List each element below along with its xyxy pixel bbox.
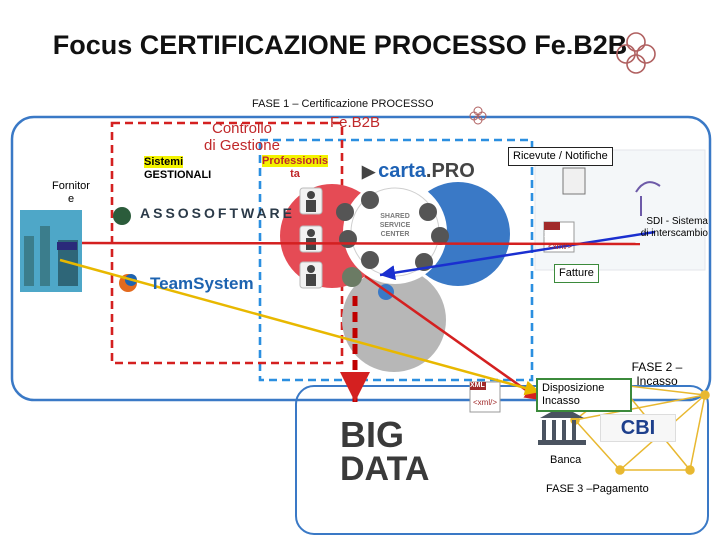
professionista-label: Professionis ta — [258, 155, 332, 181]
fornitore-label: Fornitor e — [46, 180, 96, 206]
shared-service-center-label: SHARED SERVICE CENTER — [370, 212, 420, 239]
yellow-flow-arrow — [59, 258, 541, 396]
page-title: Focus CERTIFICAZIONE PROCESSO Fe.B2B — [52, 30, 628, 60]
sdi-line2: di interscambio — [640, 228, 708, 239]
sdi-logo — [635, 181, 661, 216]
feb2b-label: Fe.B2B — [330, 114, 381, 131]
banca-label: Banca — [550, 454, 582, 466]
shared-line2: SERVICE — [379, 222, 411, 229]
fase2-line1: FASE 2 – — [631, 360, 683, 374]
carta-word: carta — [378, 160, 426, 182]
fase2-label: FASE 2 – Incasso — [622, 360, 692, 388]
red-flow-arrow — [81, 241, 641, 246]
fornitore-line1: Fornitor — [52, 180, 90, 192]
carta-pro-logo: ▶carta.PRO — [362, 160, 475, 182]
cbi-logo: CBI — [600, 414, 676, 442]
notification-document-icon — [562, 167, 586, 195]
blue-flow-arrow — [379, 230, 656, 281]
disposizione-incasso-box: Disposizione Incasso — [536, 378, 632, 412]
fase3-label: FASE 3 –Pagamento — [546, 483, 649, 495]
big-data-logo: BIG DATA — [340, 414, 430, 488]
fase2-line2: Incasso — [636, 374, 678, 388]
xml-document-icon-2 — [469, 381, 501, 413]
xml-tag-2: <xml/> — [473, 398, 498, 407]
factory-illustration — [20, 210, 82, 292]
xml-tag: <xml/> — [548, 242, 573, 251]
sdi-label: SDI - Sistema di interscambio — [618, 216, 708, 240]
disposizione-line2: Incasso — [542, 395, 580, 407]
controllo-line1: Controllo — [211, 120, 273, 137]
data-word: DATA — [340, 450, 430, 488]
sistemi-gestionali-label: Sistemi GESTIONALI — [144, 156, 211, 182]
professional-figures — [299, 187, 323, 289]
assosoftware-logo: ASSOSOFTWARE — [140, 205, 296, 221]
professionista-line2: ta — [290, 168, 300, 180]
pro-word: PRO — [431, 160, 475, 182]
disposizione-line1: Disposizione — [542, 382, 605, 394]
controllo-label: Controllo di Gestione — [196, 120, 288, 154]
payment-panel — [295, 385, 709, 535]
big-word: BIG — [340, 414, 405, 455]
sistemi-line2: GESTIONALI — [144, 169, 212, 181]
sistemi-line1: Sistemi — [144, 156, 184, 168]
red-flow-arrow-2 — [364, 274, 541, 402]
sdi-line1: SDI - Sistema — [646, 216, 708, 227]
fornitore-line2: e — [67, 193, 75, 205]
controllo-line2: di Gestione — [204, 137, 280, 154]
bank-building-icon — [538, 406, 586, 445]
ricevute-notifiche-box: Ricevute / Notifiche — [508, 147, 613, 166]
teamsystem-logo: TeamSystem — [150, 274, 254, 293]
fase1-label: FASE 1 – Certificazione PROCESSO — [252, 98, 434, 110]
xml-label-2: XML — [470, 382, 485, 389]
assosoftware-emblem — [113, 207, 131, 225]
small-knot-icon — [469, 106, 487, 125]
professionista-line1: Professionis — [261, 155, 329, 167]
xml-label: XML — [544, 232, 559, 239]
fatture-box: Fatture — [554, 264, 599, 283]
shared-line1: SHARED — [380, 213, 410, 220]
feb2b-dashed-box — [258, 138, 534, 382]
shared-line3: CENTER — [380, 231, 410, 238]
logo-knot-icon — [616, 32, 656, 74]
